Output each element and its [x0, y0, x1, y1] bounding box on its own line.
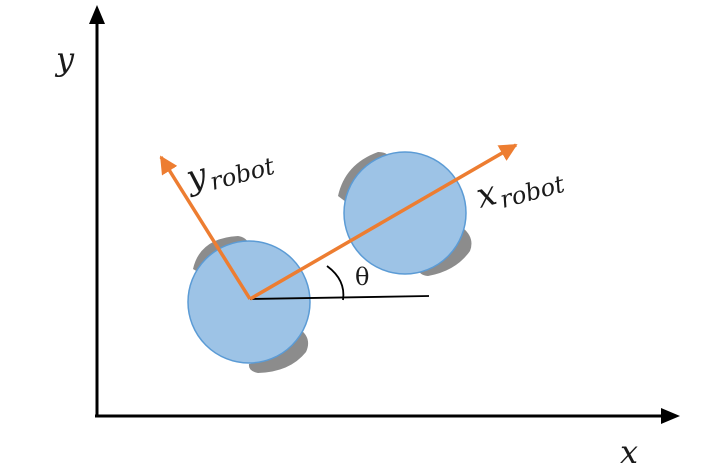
theta-label: θ: [355, 263, 369, 291]
reference-line: [249, 295, 430, 300]
x-robot-axis: [249, 143, 518, 301]
y-axis-label: y: [54, 40, 75, 78]
x-axis-label: x: [620, 433, 638, 471]
axis-labels: y x y robot x robot: [54, 40, 638, 471]
angle-indicator: θ: [249, 263, 430, 301]
y-axis-arrowhead: [89, 5, 105, 24]
y-robot-label: y robot: [180, 152, 278, 199]
x-axis-arrowhead: [661, 408, 680, 424]
y-robot-axis: [159, 155, 252, 300]
robot-2-body: [343, 151, 467, 275]
robot-frame: [159, 143, 518, 301]
world-axes: [89, 5, 680, 424]
robot-1: [187, 236, 311, 373]
robot-1-body: [187, 240, 311, 364]
y-robot-label-subscript: robot: [207, 152, 278, 196]
robot-2: [338, 151, 472, 276]
x-robot-label: x robot: [472, 170, 568, 217]
x-robot-label-subscript: robot: [497, 170, 568, 214]
x-robot-label-base: x: [472, 173, 501, 217]
theta-arc: [326, 265, 345, 301]
